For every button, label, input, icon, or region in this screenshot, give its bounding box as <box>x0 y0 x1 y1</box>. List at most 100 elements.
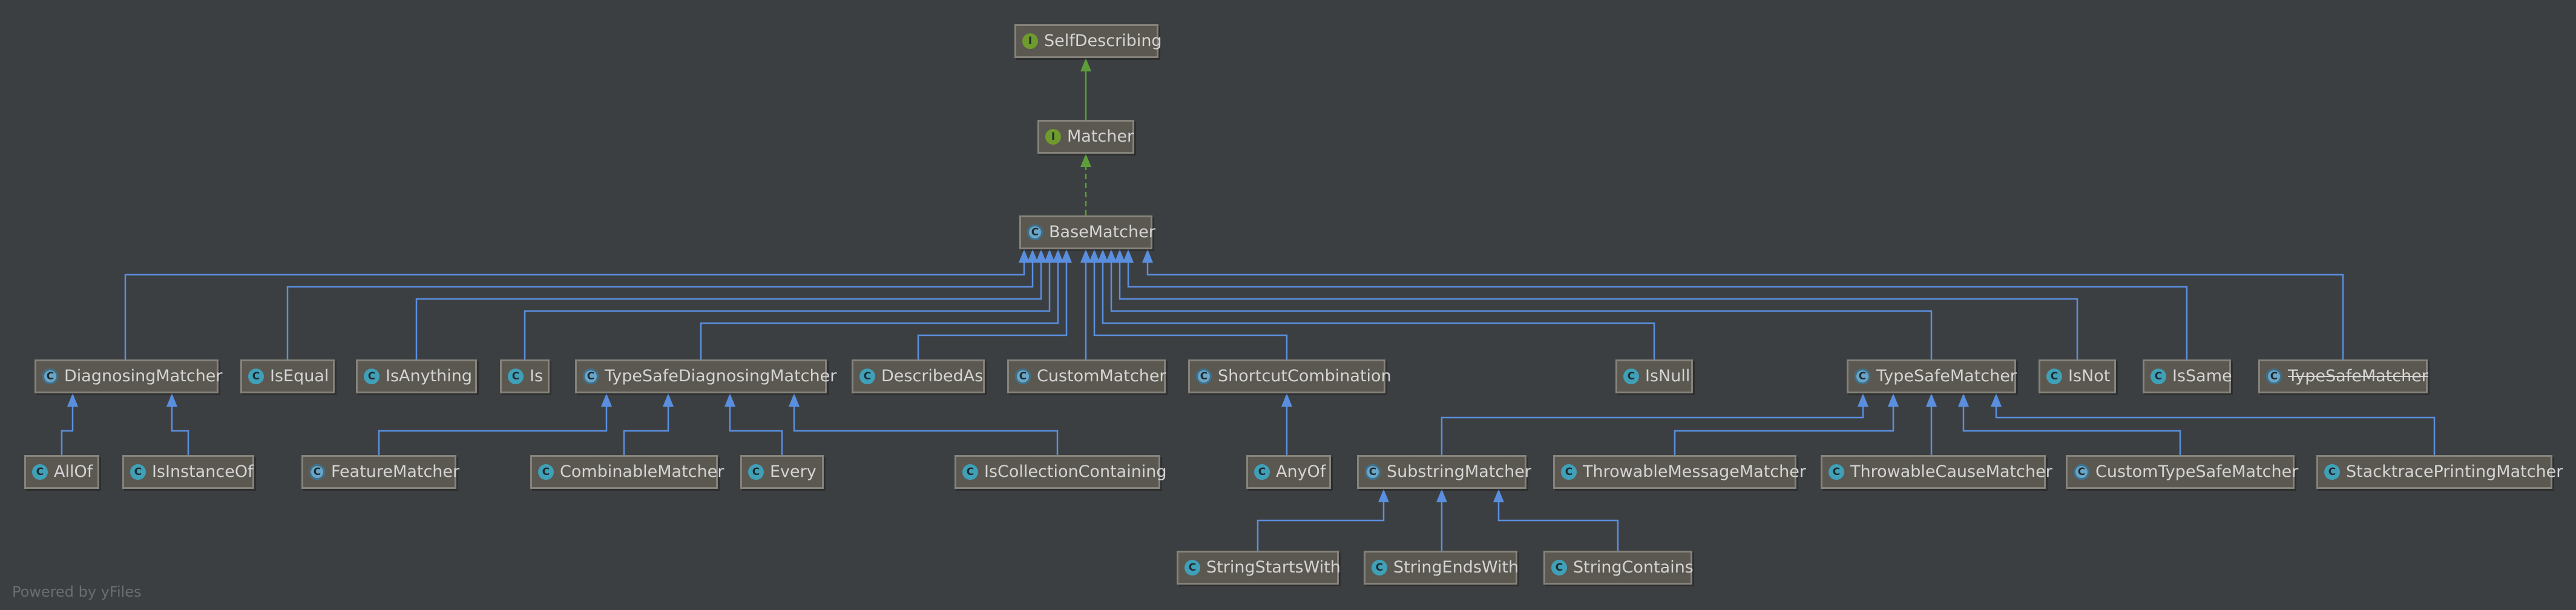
arrowhead-icon <box>166 393 177 407</box>
edge-is-anything-to-base-matcher <box>415 261 1042 359</box>
edge-shortcut-combination-to-base-matcher <box>1093 261 1288 359</box>
abstract-class-icon: C <box>1196 369 1212 384</box>
arrowhead-icon <box>67 393 78 407</box>
class-node-label: ShortcutCombination <box>1218 367 1392 385</box>
class-node-is[interactable]: C Is <box>500 359 550 393</box>
edge-is-collection-containing-to-type-safe-diagnosing-matcher <box>793 405 1059 455</box>
abstract-class-icon: C <box>309 464 325 480</box>
class-node-label: StacktracePrintingMatcher <box>2346 462 2563 481</box>
arrowhead-icon <box>1044 249 1055 263</box>
class-node-label: FeatureMatcher <box>331 462 460 481</box>
arrowhead-icon <box>1926 393 1937 407</box>
class-node-is-collection-containing[interactable]: C IsCollectionContaining <box>954 455 1167 489</box>
class-icon: C <box>859 369 875 384</box>
class-node-label: TypeSafeMatcher <box>1876 367 2017 385</box>
powered-by-footer: Powered by yFiles <box>12 583 142 600</box>
class-node-is-null[interactable]: C IsNull <box>1615 359 1693 393</box>
class-node-label: StringEndsWith <box>1393 558 1519 577</box>
edge-substring-matcher-to-type-safe-matcher <box>1441 405 1864 455</box>
class-node-stacktrace-printing-matcher[interactable]: C StacktracePrintingMatcher <box>2316 455 2563 489</box>
class-icon: C <box>2324 464 2340 480</box>
class-node-label: IsEqual <box>270 367 329 385</box>
arrowhead-icon <box>1019 249 1030 263</box>
abstract-class-icon: C <box>2074 464 2089 480</box>
arrowhead-icon <box>1097 249 1108 263</box>
arrowhead-icon <box>1142 249 1153 263</box>
arrowhead-icon <box>1493 489 1504 502</box>
class-icon: C <box>1828 464 1844 480</box>
class-icon: C <box>248 369 264 384</box>
arrowhead-icon <box>1858 393 1868 407</box>
class-node-label: IsCollectionContaining <box>984 462 1167 481</box>
arrowhead-icon <box>1089 249 1100 263</box>
class-node-feature-matcher[interactable]: C FeatureMatcher <box>301 455 460 489</box>
edge-is-not-to-base-matcher <box>1119 261 2078 359</box>
class-node-label: TypeSafeMatcher <box>2288 367 2428 385</box>
class-icon: C <box>508 369 524 384</box>
class-node-is-anything[interactable]: C IsAnything <box>356 359 477 393</box>
class-icon: C <box>1561 464 1577 480</box>
edge-feature-matcher-to-type-safe-diagnosing-matcher <box>378 405 608 455</box>
class-node-throwable-cause-matcher[interactable]: C ThrowableCauseMatcher <box>1821 455 2052 489</box>
class-node-is-equal[interactable]: C IsEqual <box>240 359 335 393</box>
arrowhead-icon <box>663 393 674 407</box>
arrowhead-icon <box>1378 489 1389 502</box>
edge-type-safe-matcher-to-base-matcher <box>1110 261 1933 359</box>
edge-type-safe-matcher-dep-to-base-matcher <box>1146 261 2344 359</box>
class-node-label: SelfDescribing <box>1044 31 1162 50</box>
edge-is-equal-to-base-matcher <box>286 261 1034 359</box>
arrowhead-icon <box>1436 489 1447 502</box>
class-node-label: Is <box>530 367 544 385</box>
edge-string-contains-to-substring-matcher <box>1497 501 1619 551</box>
class-node-label: IsAnything <box>386 367 473 385</box>
class-node-label: IsInstanceOf <box>152 462 254 481</box>
edge-throwable-message-matcher-to-type-safe-matcher <box>1674 405 1894 455</box>
arrowhead-icon <box>1080 154 1091 167</box>
class-icon: C <box>130 464 146 480</box>
class-icon: C <box>1184 560 1200 576</box>
class-node-label: IsNull <box>1645 367 1690 385</box>
arrowhead-icon <box>1080 249 1091 263</box>
class-icon: C <box>1254 464 1270 480</box>
class-node-is-instance-of[interactable]: C IsInstanceOf <box>122 455 254 489</box>
class-icon: C <box>364 369 380 384</box>
class-node-label: IsNot <box>2068 367 2111 385</box>
class-icon: C <box>1623 369 1639 384</box>
class-icon: C <box>962 464 978 480</box>
class-node-shortcut-combination[interactable]: C ShortcutCombination <box>1188 359 1392 393</box>
arrowhead-icon <box>1114 249 1125 263</box>
edge-diagnosing-matcher-to-base-matcher <box>124 261 1025 359</box>
class-node-label: CustomTypeSafeMatcher <box>2095 462 2299 481</box>
edge-is-same-to-base-matcher <box>1127 261 2188 359</box>
arrowhead-icon <box>1106 249 1117 263</box>
class-node-label: ThrowableCauseMatcher <box>1850 462 2052 481</box>
edge-type-safe-diagnosing-matcher-to-base-matcher <box>700 261 1059 359</box>
abstract-class-icon: C <box>42 369 58 384</box>
edge-all-of-to-diagnosing-matcher <box>61 405 74 455</box>
class-node-custom-type-safe-matcher[interactable]: C CustomTypeSafeMatcher <box>2066 455 2299 489</box>
edge-every-to-type-safe-diagnosing-matcher <box>729 405 783 455</box>
edge-is-instance-of-to-diagnosing-matcher <box>171 405 189 455</box>
class-icon: C <box>32 464 48 480</box>
